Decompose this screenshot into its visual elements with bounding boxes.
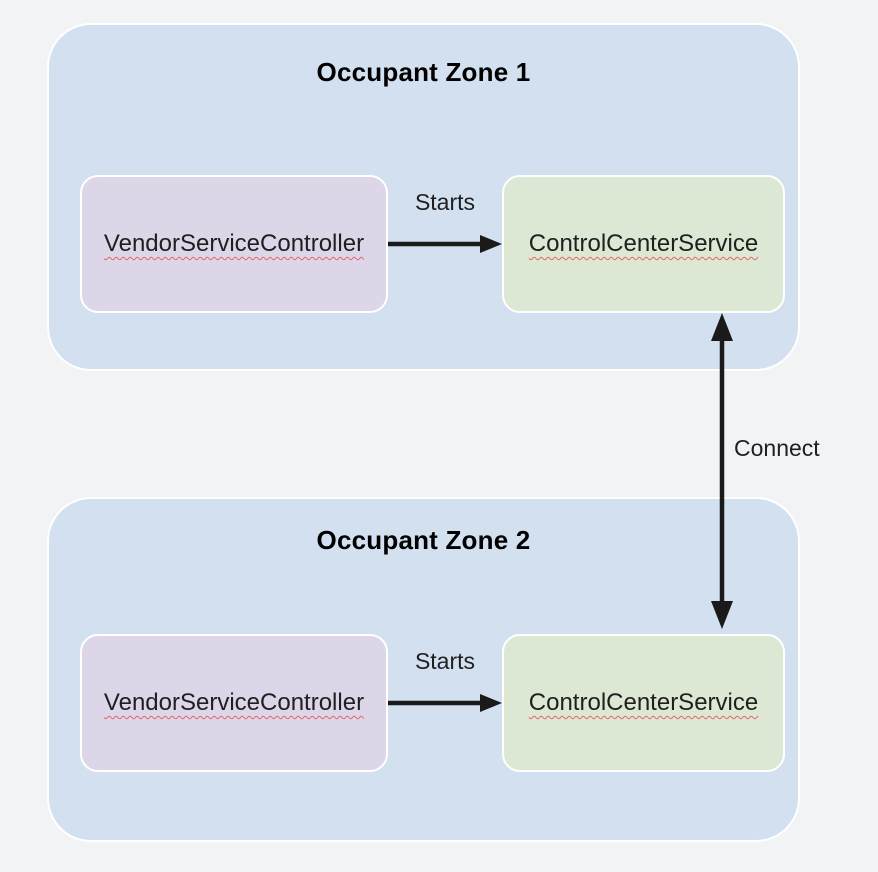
zone-node-row: VendorServiceController Starts ControlCe… — [80, 175, 785, 315]
occupant-zone-1: Occupant Zone 1 VendorServiceController … — [47, 23, 800, 371]
vendor-service-controller-label: VendorServiceController — [103, 689, 365, 716]
control-center-service-node: ControlCenterService — [502, 634, 785, 772]
starts-arrow-icon — [388, 235, 502, 253]
starts-edge-label: Starts — [414, 648, 476, 674]
control-center-service-label: ControlCenterService — [528, 689, 759, 716]
occupant-zone-2: Occupant Zone 2 VendorServiceController … — [47, 497, 800, 842]
zone-node-row: VendorServiceController Starts ControlCe… — [80, 634, 785, 774]
starts-edge-label: Starts — [414, 189, 476, 215]
connect-edge-label: Connect — [734, 435, 820, 461]
zone-title: Occupant Zone 1 — [316, 57, 531, 87]
vendor-service-controller-label: VendorServiceController — [103, 230, 365, 257]
control-center-service-label: ControlCenterService — [528, 230, 759, 257]
vendor-service-controller-node: VendorServiceController — [80, 634, 388, 772]
starts-arrow-icon — [388, 694, 502, 712]
zone-title: Occupant Zone 2 — [316, 525, 531, 555]
vendor-service-controller-node: VendorServiceController — [80, 175, 388, 313]
control-center-service-node: ControlCenterService — [502, 175, 785, 313]
connect-arrow-icon — [711, 313, 733, 629]
